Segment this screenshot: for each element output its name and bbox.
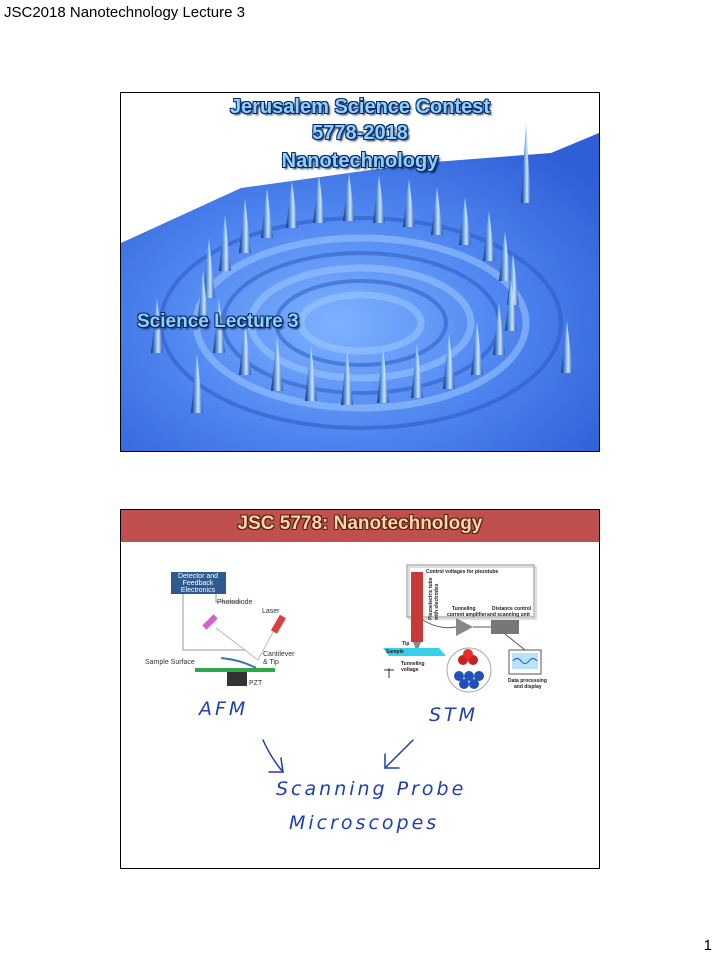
- stm-distance-label-2: and scanning unit: [487, 612, 530, 618]
- afm-pzt-label: PZT: [249, 680, 263, 687]
- afm-cantilever-label-2: & Tip: [263, 659, 279, 666]
- slide1-title-line3: Nanotechnology: [281, 150, 439, 172]
- afm-pzt: [227, 672, 247, 686]
- slide2-title-bar: [121, 510, 599, 542]
- stm-amp-label-2: current amplifier: [447, 612, 487, 618]
- handwritten-line1: Scanning Probe: [276, 778, 467, 800]
- slide1-title-line2: 5778-2018: [312, 122, 408, 144]
- stm-atoms-inset: [446, 647, 492, 693]
- slide2-title: JSC 5778: Nanotechnology: [237, 513, 483, 534]
- handwritten-arrows: [262, 739, 414, 773]
- slide1-subtitle: Science Lecture 3: [137, 311, 299, 332]
- handwritten-stm: STM: [429, 704, 479, 726]
- stm-monitor: [508, 649, 542, 675]
- slide1-title-line1: Jerusalem Science Contest: [229, 96, 491, 118]
- stm-piezo-label-1: Piezoelectric tube: [428, 577, 434, 620]
- page-number: 1: [703, 937, 712, 954]
- slide-2: JSC 5778: Nanotechnology Detector and Fe…: [120, 509, 600, 869]
- slide2-diagrams: Detector and Feedback Electronics Photod…: [145, 564, 547, 773]
- afm-photodiode-label: Photodiode: [217, 599, 253, 606]
- afm-detector-label-2: Feedback: [183, 580, 214, 587]
- arrow-right: [384, 739, 414, 769]
- afm-detector-label-1: Detector and: [178, 573, 218, 580]
- stm-data-label-1: Data processing: [508, 678, 547, 684]
- afm-cantilever-label-1: Cantilever: [263, 651, 295, 658]
- handwritten-afm: AFM: [199, 698, 249, 720]
- stm-amplifier: [456, 618, 473, 636]
- stm-diagram: Control voltages for piezotube Piezoelec…: [383, 564, 547, 693]
- afm-diagram: Detector and Feedback Electronics Photod…: [145, 572, 295, 687]
- stm-sample: [383, 648, 446, 656]
- afm-laser: [270, 614, 286, 634]
- stm-amp-label-1: Tunneling: [452, 606, 476, 612]
- stm-distance-label-1: Distance control: [492, 606, 532, 612]
- stm-piezo-tube: [411, 572, 423, 642]
- stm-sample-label: Sample: [386, 649, 404, 655]
- handwritten-line2: Microscopes: [289, 812, 440, 834]
- stm-control-label: Control voltages for piezotube: [426, 569, 498, 575]
- slide-1: Jerusalem Science Contest 5778-2018 Nano…: [120, 92, 600, 452]
- stm-control-unit: [491, 620, 519, 634]
- afm-detector-box: [171, 572, 226, 594]
- afm-detector-label-3: Electronics: [181, 587, 216, 594]
- afm-laser-label: Laser: [262, 608, 280, 615]
- page-header: JSC2018 Nanotechnology Lecture 3: [4, 4, 245, 21]
- afm-photodiode: [202, 614, 218, 630]
- stm-tip-label: Tip: [402, 641, 409, 647]
- stm-piezo-label-2: with electrodes: [434, 583, 440, 621]
- stm-voltage-label-2: voltage: [401, 667, 419, 673]
- stm-voltage-label-1: Tunneling: [401, 661, 425, 667]
- afm-sample: [195, 668, 275, 672]
- afm-sample-surface-label: Sample Surface: [145, 659, 195, 666]
- stm-data-label-2: and display: [514, 684, 542, 690]
- quantum-corral-image: [121, 93, 599, 451]
- arrow-left: [262, 739, 284, 773]
- corral-spikes: [151, 123, 573, 413]
